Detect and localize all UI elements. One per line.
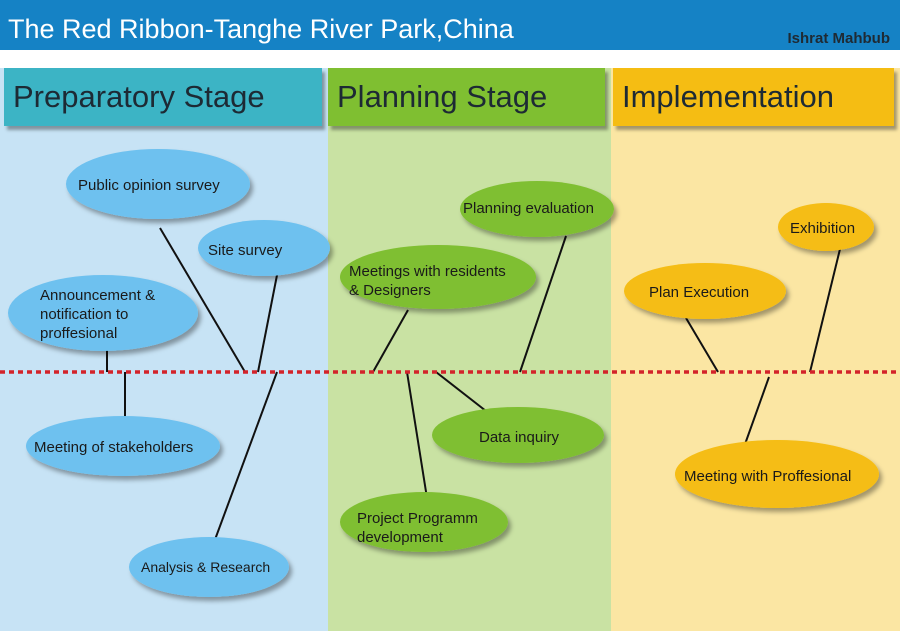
node-label: Exhibition [790,220,855,237]
author-band [0,50,900,68]
node-project-programm-development: Project Programm development [340,492,508,552]
title-bar: The Red Ribbon-Tanghe River Park,China [0,0,900,50]
node-label: Project Programm development [357,510,482,546]
node-public-opinion-survey: Public opinion survey [66,149,250,219]
node-label: Site survey [208,242,283,259]
connector-exhibition [809,248,841,373]
node-planning-evaluation: Planning evaluation [460,181,614,237]
node-label: Meetings with residents & Designers [349,263,510,299]
node-analysis-research: Analysis & Research [129,537,289,597]
node-meeting-with-proffesional: Meeting with Proffesional [675,440,879,508]
node-meetings-with-residents: Meetings with residents & Designers [340,245,536,309]
connector-planning-evaluation [519,235,567,373]
node-exhibition: Exhibition [778,203,874,251]
connector-data-inquiry [435,371,487,412]
node-label: Plan Execution [649,284,749,301]
node-label: Analysis & Research [141,559,270,575]
node-label: Data inquiry [479,429,560,446]
author-name: Ishrat Mahbub [787,30,890,47]
node-label: Planning evaluation [463,200,594,217]
connector-plan-execution [685,317,719,373]
preparatory-stage-header: Preparatory Stage [4,68,322,126]
connector-site-survey [257,269,279,373]
page-title: The Red Ribbon-Tanghe River Park,China [8,14,514,44]
node-plan-execution: Plan Execution [624,263,786,319]
planning-stage-header: Planning Stage [328,68,605,126]
connector-project-programm [406,371,428,499]
connector-public-opinion [159,227,246,373]
connector-meetings-residents [372,309,409,373]
node-meeting-of-stakeholders: Meeting of stakeholders [26,416,220,476]
implementation-stage-header: Implementation [613,68,894,126]
implementation-column [611,68,900,631]
node-announcement: Announcement & notification to proffesio… [8,275,198,351]
node-label: Announcement & notification to proffesio… [40,287,159,342]
node-data-inquiry: Data inquiry [432,407,604,463]
connector-meeting-proffesional [743,376,770,448]
node-site-survey: Site survey [198,220,330,276]
node-label: Meeting of stakeholders [34,439,193,456]
node-label: Public opinion survey [78,177,220,194]
connector-lines [106,227,841,546]
node-label: Meeting with Proffesional [684,468,851,485]
connector-analysis [212,371,278,546]
